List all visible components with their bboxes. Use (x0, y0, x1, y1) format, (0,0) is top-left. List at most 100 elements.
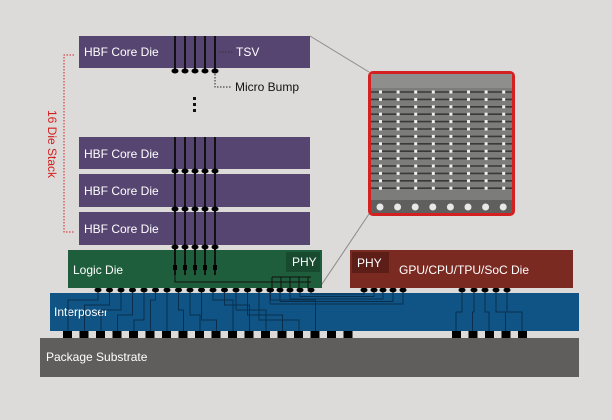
tsv-pad (213, 265, 217, 270)
interposer-trace (235, 292, 267, 333)
inset-cell (414, 105, 418, 109)
inset-cell (414, 97, 418, 101)
inset-cell (502, 105, 506, 109)
inset-cell (502, 186, 506, 190)
inset-ball (446, 203, 454, 211)
inset-cell (396, 105, 400, 109)
c4-bump (501, 331, 511, 338)
micro-bump (503, 287, 511, 293)
inset-cell (379, 179, 382, 183)
inset-cell (414, 171, 418, 175)
inset-cell (431, 149, 435, 153)
inset-cell (396, 157, 400, 161)
micro-bump (181, 244, 189, 250)
inset-cell (467, 134, 470, 138)
inset-cell (467, 127, 470, 131)
gpu-die-label: GPU/CPU/TPU/SoC Die (399, 263, 529, 277)
inset-cell (484, 164, 488, 168)
micro-bump (191, 206, 199, 212)
die-stack-label: 16 Die Stack (45, 110, 59, 179)
inset-cell (431, 157, 435, 161)
tsv-pad (173, 265, 177, 270)
inset-cell (379, 164, 382, 168)
inset-cell (467, 142, 470, 146)
c4-bump-row (63, 331, 527, 338)
micro-bump (171, 168, 179, 174)
micro-bump (191, 68, 199, 74)
inset-cell (379, 90, 382, 94)
micro-bump (255, 287, 263, 293)
inset-cell (484, 149, 488, 153)
inset-cell (449, 97, 453, 101)
inset-cell (414, 134, 418, 138)
interposer: Interposer (50, 287, 579, 333)
c4-bump (327, 331, 336, 338)
inset-cell (414, 142, 418, 146)
logic-phy-label: PHY (292, 255, 317, 269)
micro-bump (152, 287, 159, 293)
inset-cell (379, 127, 382, 131)
interposer-trace (472, 292, 475, 333)
interposer-trace (150, 292, 156, 333)
inset-cell (449, 112, 453, 116)
micro-bump (379, 287, 387, 293)
inset-cell (431, 127, 435, 131)
gpu-phy-label: PHY (357, 256, 382, 270)
micro-bump (209, 287, 217, 293)
inset-cell (396, 179, 400, 183)
inset-cell (379, 157, 382, 161)
core-die-label: HBF Core Die (84, 147, 159, 161)
micro-bump (458, 287, 466, 293)
inset-cell (379, 171, 382, 175)
inset-cell (414, 120, 418, 124)
interposer-trace (178, 292, 184, 333)
micro-bump (171, 68, 179, 74)
micro-bump (191, 244, 199, 250)
micro-bump (211, 68, 219, 74)
inset-cell (449, 157, 453, 161)
gpu-phy-block (352, 252, 389, 273)
micro-bump (201, 244, 209, 250)
c4-bump (452, 331, 461, 338)
gpu-die: PHY GPU/CPU/TPU/SoC Die (350, 250, 573, 288)
micro-bump (171, 206, 179, 212)
micro-bump (276, 287, 284, 293)
inset-cell (484, 97, 488, 101)
micro-bump (181, 168, 189, 174)
inset-cell (502, 90, 506, 94)
interposer-trace (189, 292, 201, 333)
inset-cell (467, 97, 470, 101)
core-die-label: HBF Core Die (84, 222, 159, 236)
inset-cell (449, 127, 453, 131)
inset-cell (484, 134, 488, 138)
micro-bump (470, 287, 478, 293)
inset-cell (467, 171, 470, 175)
bridge-trace (269, 292, 404, 305)
inset-ball (464, 203, 472, 211)
micro-bump (211, 168, 219, 174)
inset-cell (431, 120, 435, 124)
inset-cell (396, 149, 400, 153)
micro-bump (181, 68, 189, 74)
inset-cell (467, 105, 470, 109)
inset-cell (467, 157, 470, 161)
inset-cell (502, 149, 506, 153)
inset-cell (379, 186, 382, 190)
core-die-label: HBF Core Die (84, 184, 159, 198)
c4-bump (261, 331, 270, 338)
inset-ball (499, 203, 507, 211)
inset-cell (379, 112, 382, 116)
bridge-trace (310, 292, 365, 295)
micro-bump (186, 287, 194, 293)
inset-ball (376, 203, 384, 211)
c4-bump (294, 331, 303, 338)
c4-bump (485, 331, 494, 338)
inset-cell (414, 127, 418, 131)
inset-cell (502, 97, 506, 101)
inset-cell (396, 120, 400, 124)
inset-cell (484, 120, 488, 124)
micro-bump (399, 287, 407, 293)
inset-cell (484, 127, 488, 131)
inset-cell (431, 179, 435, 183)
micro-bump (163, 287, 171, 293)
